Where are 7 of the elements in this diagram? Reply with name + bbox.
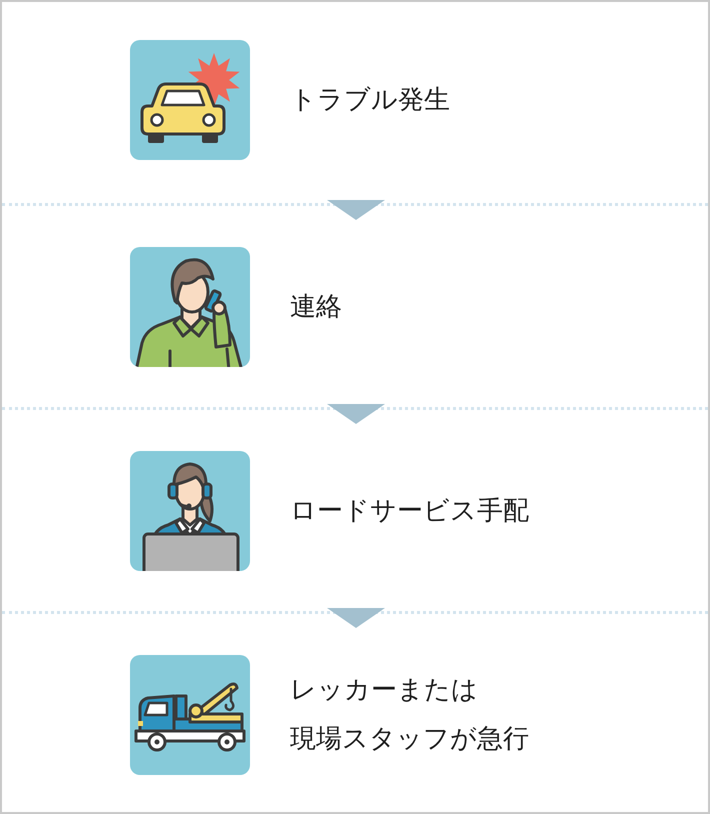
step-label: ロードサービス手配	[290, 494, 529, 528]
flow-arrow	[327, 608, 385, 628]
flow-arrow	[327, 200, 385, 220]
step-label: トラブル発生	[290, 84, 450, 116]
step-label: レッカーまたは現場スタッフが急行	[290, 674, 529, 756]
step-label: 連絡	[290, 290, 342, 324]
flow-arrow	[327, 404, 385, 424]
